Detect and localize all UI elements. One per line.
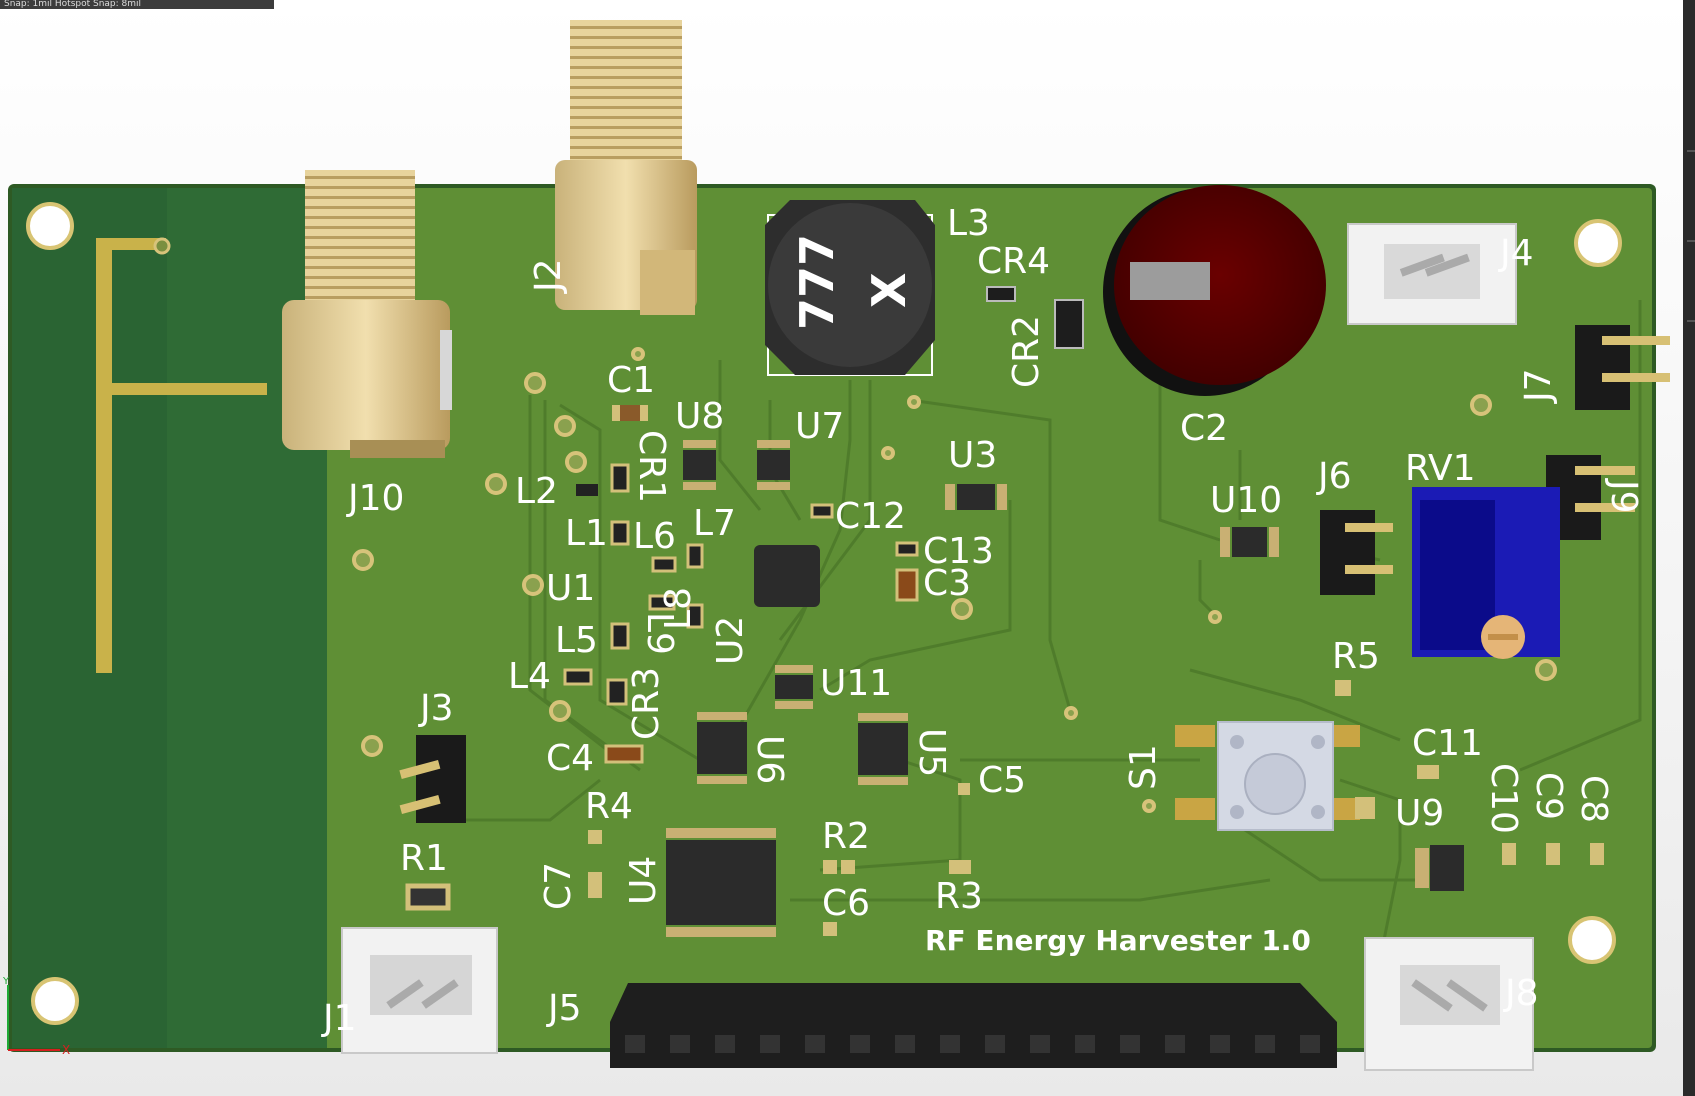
ic-u6 bbox=[697, 722, 747, 774]
designator-c9: C9 bbox=[1528, 772, 1569, 820]
board-title-silkscreen: RF Energy Harvester 1.0 bbox=[925, 924, 1311, 957]
designator-cr4: CR4 bbox=[977, 241, 1050, 282]
tactile-switch-s1 bbox=[1175, 721, 1360, 831]
snap-status-bar: Snap: 1mil Hotspot Snap: 8mil bbox=[0, 0, 274, 9]
designator-s1: S1 bbox=[1123, 744, 1164, 790]
designator-u1: U1 bbox=[546, 568, 595, 609]
designator-u4: U4 bbox=[623, 856, 664, 905]
designator-cr3: CR3 bbox=[626, 667, 667, 740]
electrolytic-capacitor-c2 bbox=[1103, 185, 1326, 396]
ic-pins bbox=[666, 440, 1429, 937]
ic-u9 bbox=[1430, 845, 1464, 891]
designator-u11: U11 bbox=[820, 663, 892, 704]
designator-u9: U9 bbox=[1395, 793, 1444, 834]
socket-header-j5 bbox=[610, 983, 1337, 1068]
pin-header-j7 bbox=[1575, 325, 1670, 410]
designator-u5: U5 bbox=[911, 728, 952, 777]
designator-c2: C2 bbox=[1180, 408, 1228, 449]
designator-j5: J5 bbox=[546, 988, 582, 1029]
ic-u10 bbox=[1232, 527, 1267, 557]
sma-connector-j10 bbox=[282, 170, 452, 458]
designator-c12: C12 bbox=[835, 496, 906, 537]
designator-j10: J10 bbox=[346, 478, 404, 519]
designator-cr1: CR1 bbox=[631, 430, 672, 503]
designator-u3: U3 bbox=[948, 435, 997, 476]
power-inductor-l3: 777 X bbox=[765, 200, 935, 376]
designator-l1: L1 bbox=[565, 513, 608, 554]
axis-gizmo: Y X bbox=[2, 976, 70, 1055]
trimmer-potentiometer-rv1 bbox=[1412, 487, 1560, 659]
pin-header-j6 bbox=[1320, 510, 1393, 595]
designator-l9: L9 bbox=[639, 612, 680, 655]
axis-y-label: Y bbox=[2, 976, 10, 987]
inductor-marking-line1: 777 bbox=[790, 234, 844, 330]
designator-c7: C7 bbox=[538, 862, 579, 910]
designator-j2: J2 bbox=[528, 258, 569, 294]
designator-r3: R3 bbox=[935, 876, 983, 917]
designator-j1: J1 bbox=[321, 998, 357, 1039]
diode-cr4-body bbox=[986, 286, 1016, 302]
designator-cr2: CR2 bbox=[1006, 315, 1047, 388]
designator-j8: J8 bbox=[1503, 973, 1539, 1014]
designator-u7: U7 bbox=[795, 406, 844, 447]
smd-ics bbox=[666, 450, 1464, 925]
designator-c10: C10 bbox=[1483, 763, 1524, 834]
viewport-right-edge bbox=[1683, 0, 1695, 1096]
antenna-keepout-inner bbox=[12, 188, 167, 1048]
designator-c13: C13 bbox=[923, 531, 994, 572]
ic-u5 bbox=[858, 723, 908, 775]
smd-passives bbox=[405, 405, 1604, 936]
axis-x-label: X bbox=[62, 1043, 70, 1055]
ic-u11 bbox=[775, 675, 813, 699]
designator-j9: J9 bbox=[1603, 478, 1644, 514]
designator-c4: C4 bbox=[546, 738, 594, 779]
designator-c11: C11 bbox=[1412, 723, 1483, 764]
designator-j4: J4 bbox=[1498, 233, 1534, 274]
jst-connector-j4 bbox=[1347, 223, 1517, 325]
designator-rv1: RV1 bbox=[1405, 448, 1476, 489]
sma-connector-j2 bbox=[555, 20, 697, 315]
designator-c5: C5 bbox=[978, 760, 1026, 801]
designator-l7: L7 bbox=[693, 503, 736, 544]
designator-l5: L5 bbox=[555, 620, 598, 661]
vias bbox=[352, 347, 1557, 815]
designator-j6: J6 bbox=[1316, 456, 1352, 497]
designator-u2: U2 bbox=[710, 616, 751, 665]
ic-u2 bbox=[754, 545, 820, 607]
designator-r5: R5 bbox=[1332, 636, 1380, 677]
designator-j7: J7 bbox=[1518, 368, 1559, 404]
pcb-antenna bbox=[96, 238, 267, 673]
designator-u8: U8 bbox=[675, 396, 724, 437]
designator-l2: L2 bbox=[515, 471, 558, 512]
inductor-marking-line2: X bbox=[862, 273, 916, 308]
designator-c1: C1 bbox=[607, 360, 655, 401]
designator-r1: R1 bbox=[400, 838, 448, 879]
ic-u4 bbox=[666, 840, 776, 925]
ic-u3 bbox=[957, 484, 995, 510]
designator-r4: R4 bbox=[585, 786, 633, 827]
designator-c6: C6 bbox=[822, 883, 870, 924]
designator-r2: R2 bbox=[822, 816, 870, 857]
designator-c3: C3 bbox=[923, 563, 971, 604]
designator-u6: U6 bbox=[749, 735, 790, 784]
mounting-holes bbox=[26, 202, 1622, 1025]
designator-l6: L6 bbox=[633, 516, 676, 557]
designator-l3: L3 bbox=[947, 203, 990, 244]
designator-u10: U10 bbox=[1210, 480, 1282, 521]
pin-header-j3 bbox=[399, 735, 466, 823]
jst-connector-j1 bbox=[341, 927, 498, 1054]
silkscreen-designators: J10 J2 L3 CR4 CR2 C2 J4 J7 C1 U8 U7 U3 C… bbox=[321, 203, 1644, 1039]
diode-cr2-body bbox=[1054, 299, 1084, 349]
jst-connector-j8 bbox=[1364, 937, 1534, 1071]
ic-u8 bbox=[683, 450, 716, 480]
ic-u7 bbox=[757, 450, 790, 480]
designator-c8: C8 bbox=[1573, 775, 1614, 823]
designator-j3: J3 bbox=[418, 688, 454, 729]
designator-l4: L4 bbox=[508, 656, 551, 697]
designator-l8: L8 bbox=[658, 587, 699, 630]
